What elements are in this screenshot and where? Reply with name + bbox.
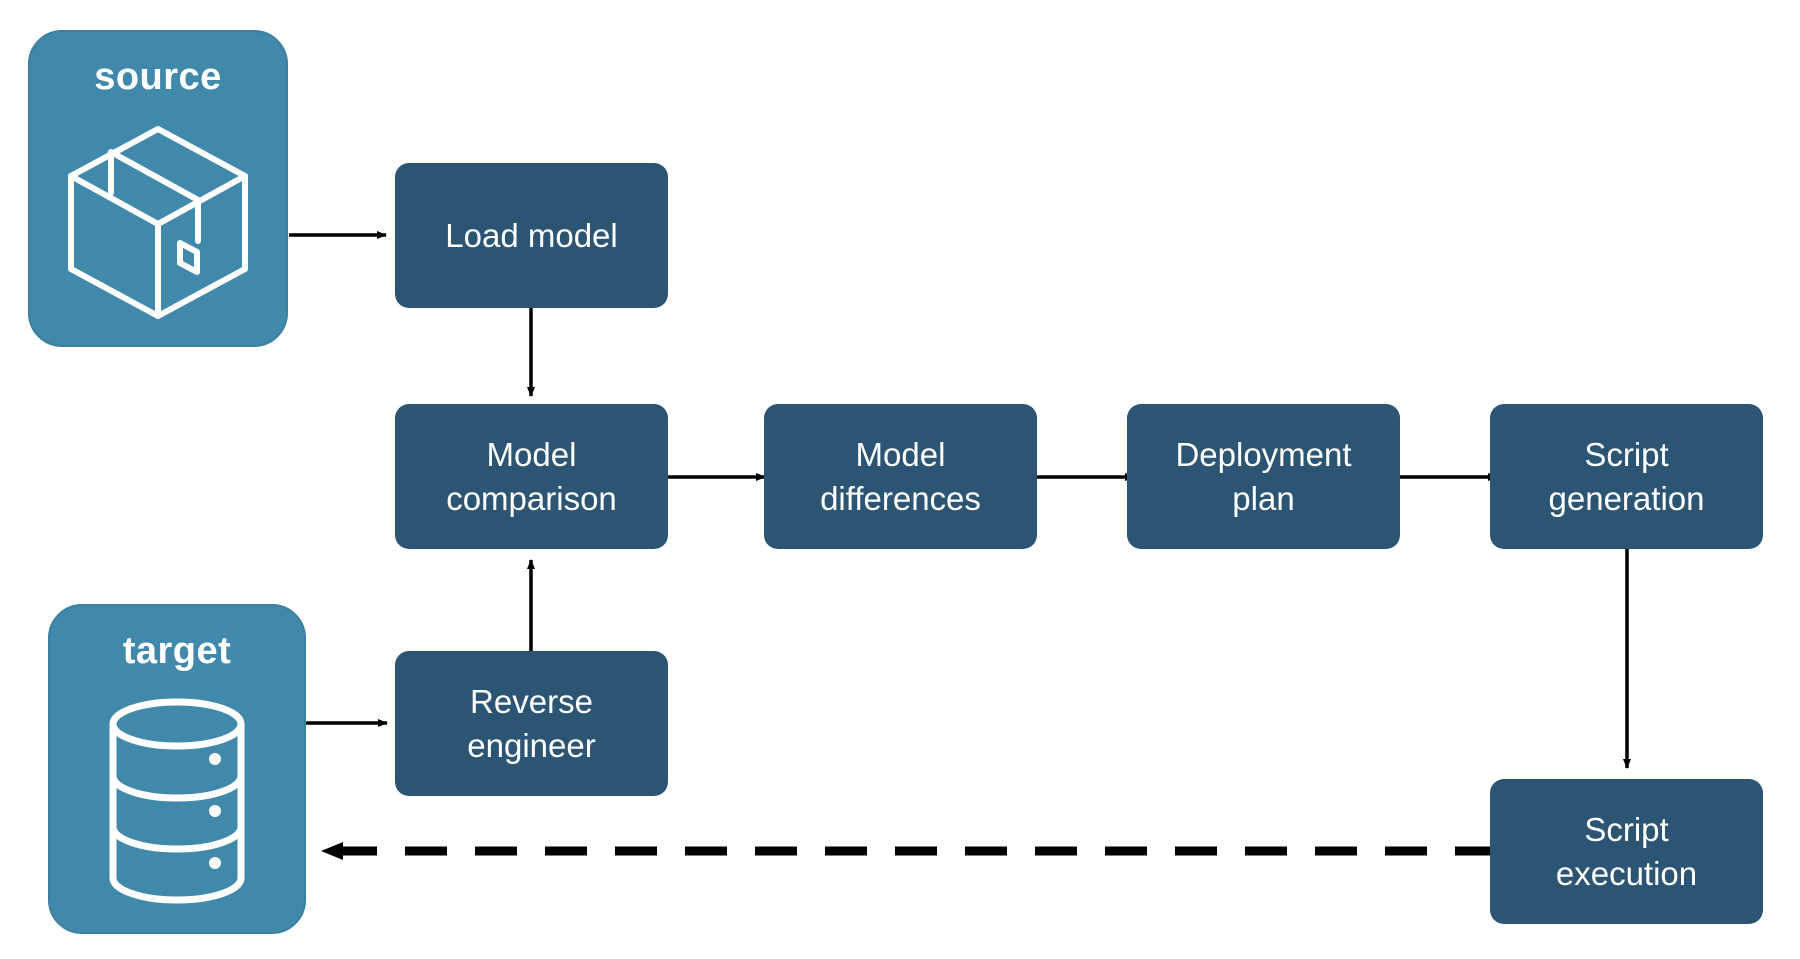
process-box-deployment-plan-label: Deployment plan	[1175, 435, 1352, 517]
package-box-icon	[30, 96, 286, 345]
process-box-script-execution-label: Script execution	[1555, 810, 1698, 892]
process-box-script-execution[interactable]: Script execution	[1490, 779, 1763, 924]
endpoint-source-label: source	[94, 56, 222, 98]
process-box-load-model[interactable]: Load model	[395, 163, 668, 308]
process-box-load-model-label: Load model	[445, 216, 618, 254]
process-box-model-comparison-label: Model comparison	[446, 435, 617, 517]
process-box-deployment-plan[interactable]: Deployment plan	[1127, 404, 1400, 549]
database-cylinder-icon	[50, 670, 304, 932]
process-box-script-generation-label: Script generation	[1548, 435, 1705, 517]
endpoint-target[interactable]: target	[48, 604, 306, 934]
process-box-model-differences[interactable]: Model differences	[764, 404, 1037, 549]
endpoint-source[interactable]: source	[28, 30, 288, 347]
process-box-script-generation[interactable]: Script generation	[1490, 404, 1763, 549]
process-box-model-differences-label: Model differences	[820, 435, 981, 517]
endpoint-target-label: target	[122, 630, 232, 672]
process-box-model-comparison[interactable]: Model comparison	[395, 404, 668, 549]
process-box-reverse-engineer[interactable]: Reverse engineer	[395, 651, 668, 796]
process-box-reverse-engineer-label: Reverse engineer	[467, 682, 596, 764]
